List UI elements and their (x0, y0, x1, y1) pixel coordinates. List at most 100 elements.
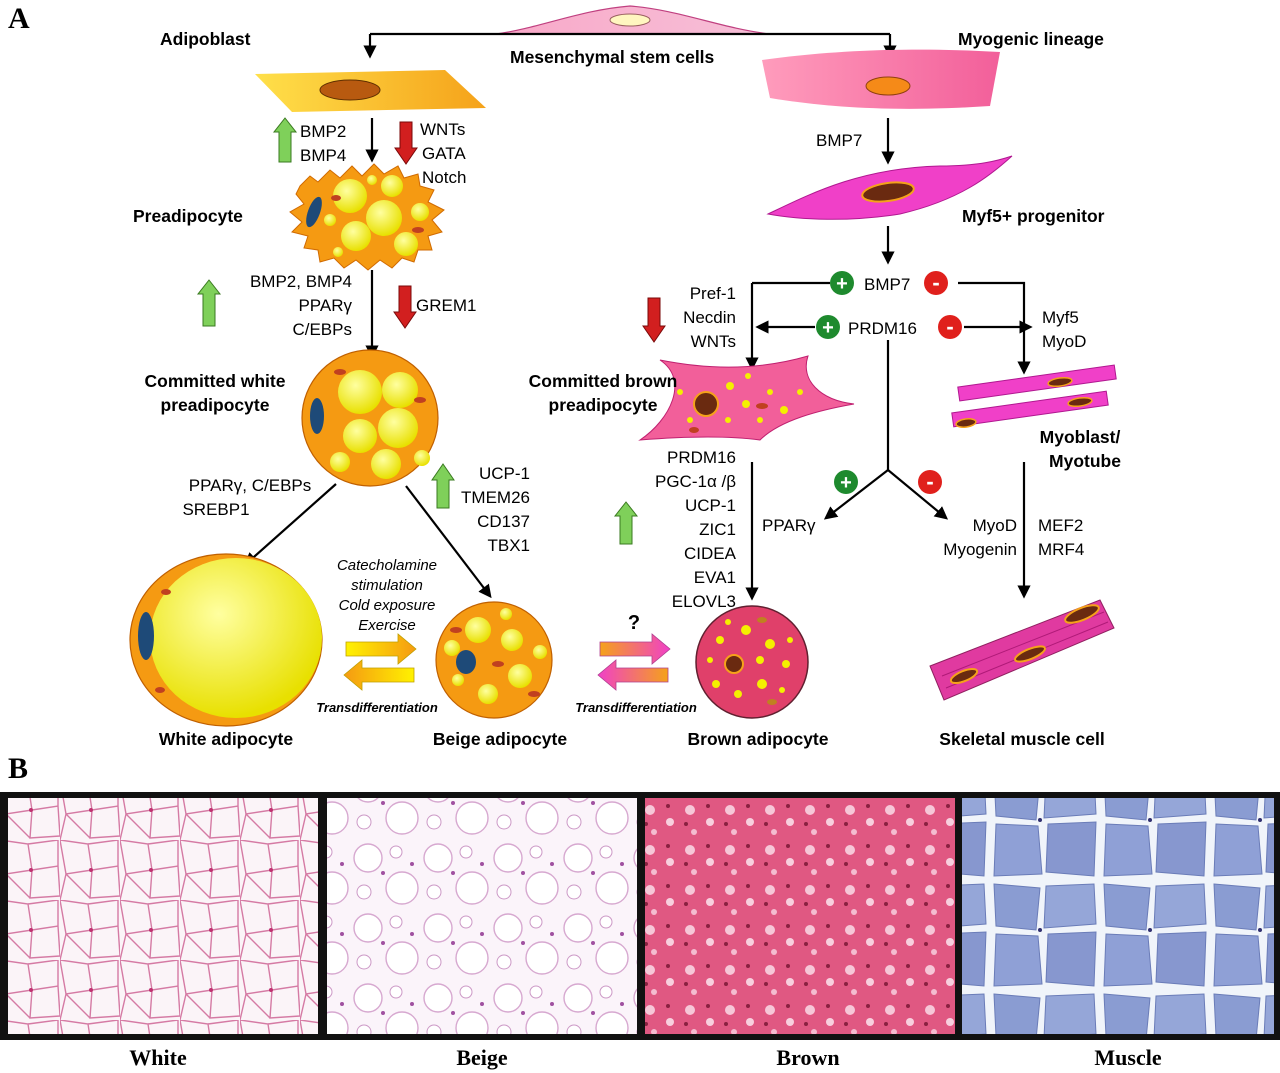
svg-text:ZIC1: ZIC1 (699, 520, 736, 539)
down-arrow-icon (394, 121, 418, 165)
factor-myogenin: Myogenin (943, 540, 1017, 559)
plus-badge-icon: + (834, 470, 858, 494)
factor-pref1: Pref-1 (690, 284, 736, 303)
transdiff-label-left: Transdifferentiation (316, 700, 438, 715)
label-adipoblast: Adipoblast (160, 29, 251, 49)
factor-myod-bottom: MyoD (973, 516, 1017, 535)
micrograph-muscle (962, 798, 1274, 1034)
transdiff-label-right: Transdifferentiation (575, 700, 697, 715)
minus-badge-icon: - (924, 270, 948, 295)
svg-text:UCP-1: UCP-1 (685, 496, 736, 515)
committed-white-preadipocyte-icon (301, 349, 439, 487)
factor-myod-top: MyoD (1042, 332, 1086, 351)
factor-cebps: C/EBPs (292, 320, 352, 339)
label-skeletal-muscle: Skeletal muscle cell (939, 729, 1104, 749)
minus-badge-icon: - (918, 469, 942, 494)
label-myoblast-line2: Myotube (1049, 451, 1121, 471)
svg-text:+: + (836, 273, 848, 295)
minus-badge-icon: - (938, 314, 962, 339)
factor-ppar-right: PPARγ (762, 516, 816, 535)
mesenchymal-stem-cell-icon (495, 5, 771, 35)
svg-text:PGC-1α /β: PGC-1α /β (655, 472, 736, 491)
panel-label-a: A (8, 2, 30, 35)
caption-brown: Brown (776, 1045, 839, 1070)
factor-mef2: MEF2 (1038, 516, 1083, 535)
up-arrow-icon (613, 501, 639, 545)
up-arrow-icon (196, 279, 222, 327)
label-brown-adipocyte: Brown adipocyte (688, 729, 829, 749)
label-myf5-progenitor: Myf5+ progenitor (962, 206, 1105, 226)
svg-text:+: + (840, 472, 852, 494)
factor-bmp4-top: BMP4 (300, 146, 346, 165)
transdiff-arrow-left (343, 659, 415, 691)
factor-bmp2-top: BMP2 (300, 122, 346, 141)
factor-prdm16-mid: PRDM16 (848, 319, 917, 338)
micrograph-beige (327, 798, 637, 1034)
label-beige-adipocyte: Beige adipocyte (433, 729, 567, 749)
committed-brown-preadipocyte-icon (638, 355, 855, 441)
stimulus-line4: Exercise (358, 617, 416, 634)
micrograph-brown (645, 798, 955, 1034)
question-mark: ? (628, 612, 640, 634)
factor-notch: Notch (422, 168, 466, 187)
factor-ppar-gamma: PPARγ (298, 296, 352, 315)
factor-srebp1: SREBP1 (182, 500, 249, 519)
factor-bmp7-top: BMP7 (816, 131, 862, 150)
myoblast-myotube-icon (951, 364, 1117, 428)
label-cwp-line1: Committed white (145, 371, 286, 391)
transdiff-arrow-left-brown (597, 659, 669, 691)
transdiff-arrow-right-brown (599, 633, 671, 665)
plus-badge-icon: + (830, 271, 854, 295)
label-cbp-line1: Committed brown (529, 371, 678, 391)
svg-text:ELOVL3: ELOVL3 (672, 592, 736, 611)
svg-text:-: - (926, 469, 933, 494)
up-arrow-icon (272, 117, 298, 163)
myf5-progenitor-cell-icon (766, 155, 1013, 220)
label-cbp-line2: preadipocyte (549, 395, 658, 415)
caption-beige: Beige (456, 1045, 508, 1070)
svg-text:EVA1: EVA1 (694, 568, 736, 587)
factor-tbx1: TBX1 (487, 536, 530, 555)
arrow-to-myoblast (958, 281, 1031, 375)
svg-text:CIDEA: CIDEA (684, 544, 737, 563)
factor-mrf4: MRF4 (1038, 540, 1084, 559)
arrow-cwp-beige (405, 485, 492, 599)
adipoblast-cell-icon (255, 70, 486, 112)
arrow-split-to-myod (887, 469, 949, 520)
factor-necdin: Necdin (683, 308, 736, 327)
svg-text:-: - (946, 314, 953, 339)
label-cwp-line2: preadipocyte (161, 395, 270, 415)
factor-bmp7-mid: BMP7 (864, 275, 910, 294)
factor-grem1: GREM1 (416, 296, 476, 315)
svg-text:-: - (932, 270, 939, 295)
factor-ppar-cebps-white: PPARγ, C/EBPs (189, 476, 312, 495)
brown-adipocyte-icon (695, 605, 809, 719)
myogenic-cell-icon (762, 49, 1000, 109)
label-myoblast-line1: Myoblast/ (1040, 427, 1121, 447)
label-preadipocyte: Preadipocyte (133, 206, 243, 226)
plus-badge-icon: + (816, 315, 840, 339)
white-adipocyte-icon (129, 553, 323, 727)
beige-adipocyte-icon (435, 601, 553, 719)
arrow-split-to-ppar (823, 469, 889, 520)
label-white-adipocyte: White adipocyte (159, 729, 293, 749)
down-arrow-icon (642, 297, 666, 343)
factor-gata: GATA (422, 144, 466, 163)
stimulus-line1: Catecholamine (337, 557, 437, 574)
stimulus-line3: Cold exposure (339, 597, 436, 614)
up-arrow-icon (431, 463, 455, 509)
factor-myf5: Myf5 (1042, 308, 1079, 327)
caption-white: White (129, 1045, 187, 1070)
down-arrow-icon (393, 285, 417, 329)
panel-label-b: B (8, 752, 28, 785)
factor-tmem26: TMEM26 (461, 488, 530, 507)
factor-cd137: CD137 (477, 512, 530, 531)
factor-bmp2-bmp4: BMP2, BMP4 (250, 272, 352, 291)
preadipocyte-cell-icon (289, 163, 445, 271)
factor-wnts-top: WNTs (420, 120, 465, 139)
micrograph-white (8, 798, 318, 1034)
label-msc: Mesenchymal stem cells (510, 47, 715, 67)
label-myogenic: Myogenic lineage (958, 29, 1104, 49)
svg-text:PRDM16: PRDM16 (667, 448, 736, 467)
